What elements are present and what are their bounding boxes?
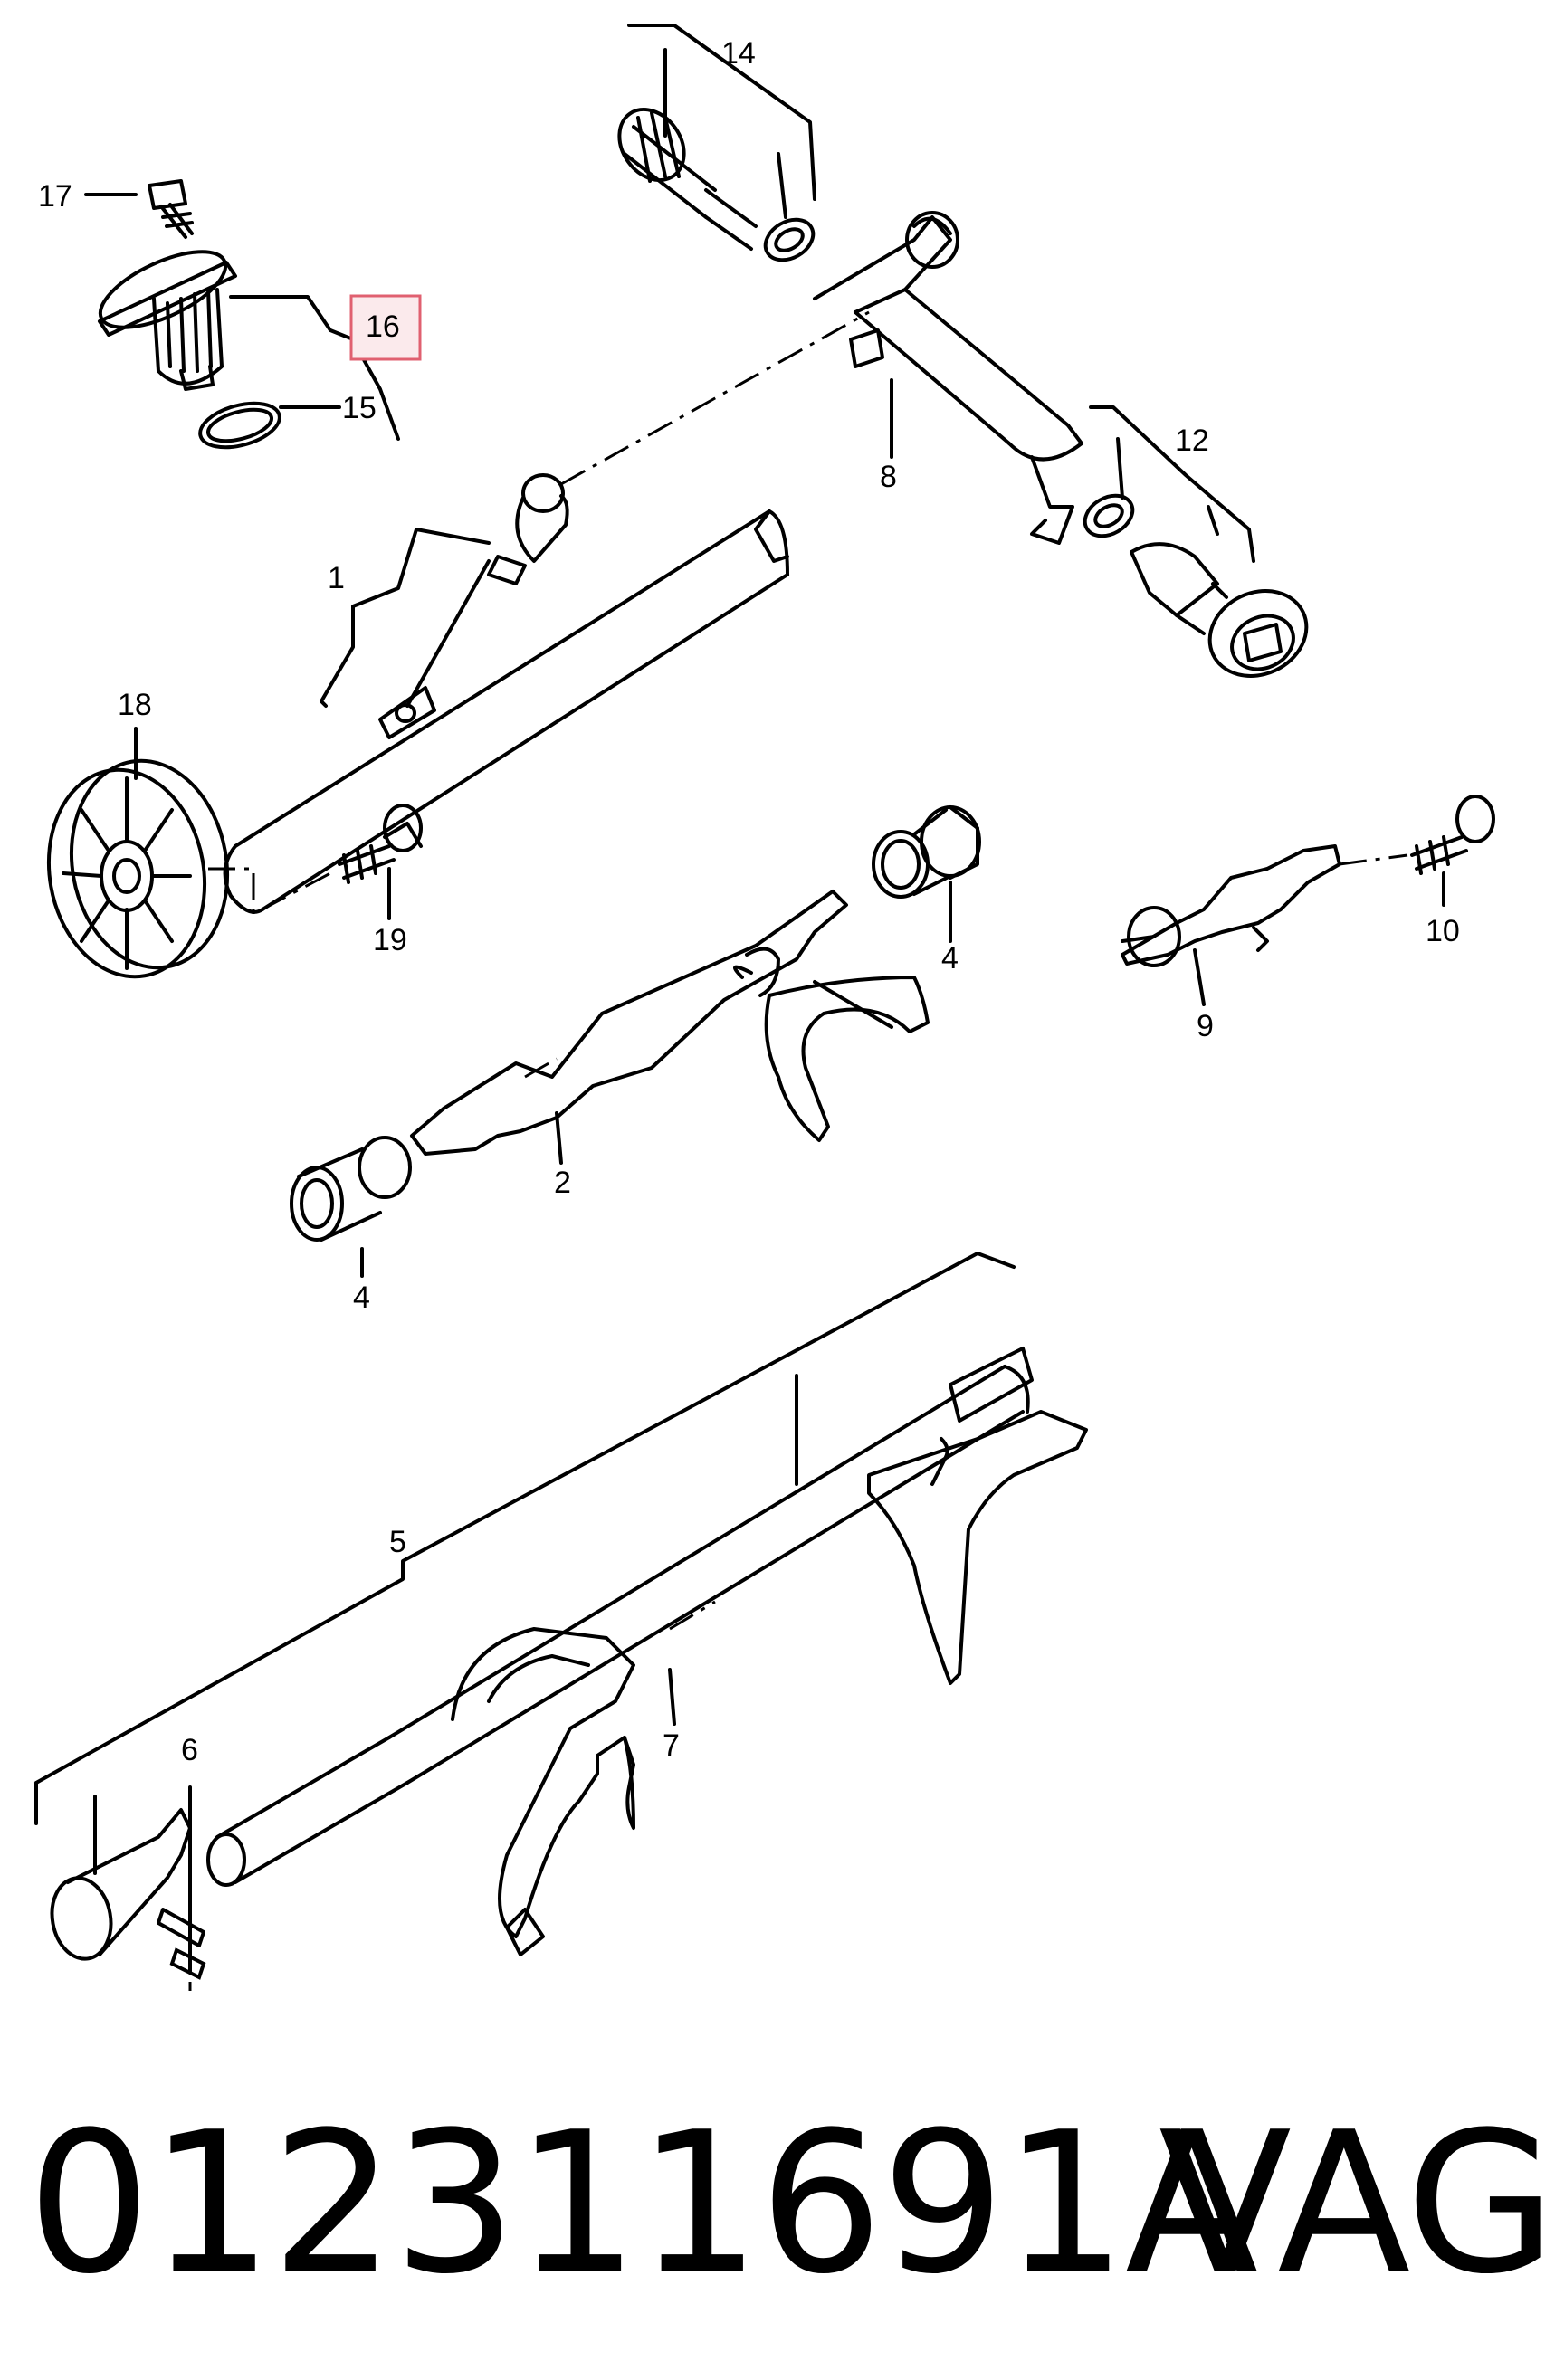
callout-4a: 4 bbox=[941, 941, 959, 976]
callout-9: 9 bbox=[1197, 1009, 1214, 1043]
leader-14 bbox=[627, 24, 816, 219]
leader-5 bbox=[34, 1252, 1016, 1825]
centerline-gear bbox=[208, 867, 331, 917]
callout-16: 16 bbox=[366, 309, 400, 344]
part-10-screw bbox=[1410, 795, 1495, 875]
exploded-parts-diagram: 17 16 15 14 12 8 1 18 19 4 10 9 2 4 5 6 … bbox=[34, 24, 1495, 1991]
part-14-bolt bbox=[617, 108, 758, 251]
callout-19: 19 bbox=[373, 923, 407, 957]
callout-7: 7 bbox=[663, 1728, 680, 1763]
callout-1: 1 bbox=[328, 561, 345, 595]
callout-4b: 4 bbox=[353, 1280, 370, 1315]
part-7-fork bbox=[451, 1627, 635, 1956]
part-12-washer bbox=[1083, 493, 1135, 538]
part-12-bolt bbox=[1130, 542, 1309, 678]
callout-17: 17 bbox=[38, 179, 72, 214]
callout-8: 8 bbox=[880, 460, 897, 494]
part-15-ring bbox=[198, 401, 281, 450]
part-6-pin-bracket bbox=[50, 1808, 205, 1961]
leader-9 bbox=[1193, 948, 1206, 1006]
centerline-upper bbox=[560, 310, 870, 486]
part-16-cover bbox=[98, 250, 237, 391]
part-4-bushing-upper bbox=[872, 805, 981, 899]
part-4-bushing-lower bbox=[290, 1136, 412, 1242]
part-2-shift-fork bbox=[410, 890, 930, 1156]
part-5-upper-fork bbox=[867, 1410, 1088, 1685]
part-9-lever bbox=[1121, 844, 1341, 967]
leader-12 bbox=[1089, 405, 1255, 563]
part-number: 012311691A bbox=[27, 2090, 1258, 2317]
part-17-screw bbox=[148, 179, 194, 239]
brand-name: VAG bbox=[1159, 2090, 1555, 2317]
part-8-lever bbox=[813, 211, 1083, 545]
centerline-lever bbox=[1339, 853, 1408, 866]
centerline-fork bbox=[524, 1057, 558, 1079]
leader-2 bbox=[555, 1111, 563, 1165]
callout-6: 6 bbox=[181, 1733, 198, 1767]
leader-7 bbox=[668, 1668, 676, 1726]
centerline-shaft bbox=[406, 1600, 716, 1785]
part-1-shaft bbox=[223, 509, 789, 914]
highlight-box-16 bbox=[349, 294, 422, 361]
part-19-screw bbox=[338, 804, 423, 884]
callout-10: 10 bbox=[1426, 914, 1460, 948]
callout-14: 14 bbox=[721, 36, 756, 71]
part-6-pin bbox=[169, 1947, 206, 1980]
leader-16 bbox=[229, 295, 400, 441]
leader-1b bbox=[405, 559, 491, 708]
part-18-gear-wheel bbox=[46, 758, 230, 979]
part-1-detent-pin bbox=[487, 473, 569, 585]
callout-18: 18 bbox=[118, 688, 152, 722]
leader-1 bbox=[320, 528, 491, 708]
callout-12: 12 bbox=[1175, 424, 1209, 458]
callout-15: 15 bbox=[342, 391, 377, 425]
part-14-washer bbox=[763, 217, 816, 262]
callout-5: 5 bbox=[389, 1525, 406, 1559]
footer: 012311691A VAG bbox=[27, 2090, 1555, 2362]
callout-2: 2 bbox=[554, 1166, 571, 1200]
